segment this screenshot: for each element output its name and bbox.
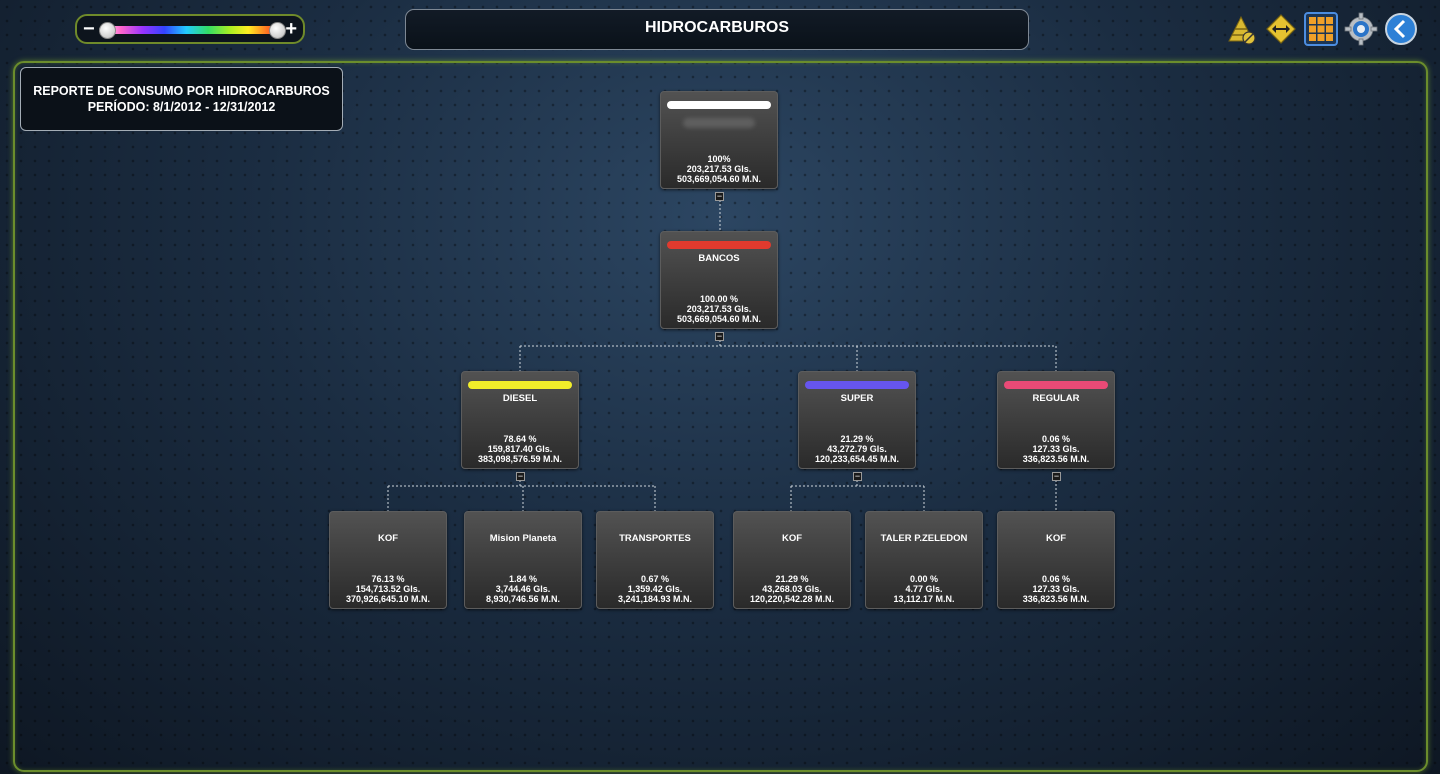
node-amount: 383,098,576.59 M.N.	[477, 454, 563, 464]
node-gallons: 127.33 Gls.	[1032, 584, 1080, 594]
node-percent: 76.13 %	[371, 574, 405, 584]
node-percent: 78.64 %	[503, 434, 537, 444]
collapse-toggle-diesel[interactable]: −	[516, 471, 525, 481]
tree-node-regular-kof[interactable]: KOF 0.06 % 127.33 Gls. 336,823.56 M.N.	[997, 511, 1115, 609]
tree-node-bancos[interactable]: BANCOS 100.00 % 203,217.53 Gls. 503,669,…	[660, 231, 778, 329]
node-name: TRANSPORTES	[619, 533, 691, 544]
node-amount: 13,112.17 M.N.	[893, 594, 955, 604]
node-amount: 336,823.56 M.N.	[1022, 454, 1090, 464]
tree-node-diesel[interactable]: DIESEL 78.64 % 159,817.40 Gls. 383,098,5…	[461, 371, 579, 469]
node-name: Mision Planeta	[489, 533, 557, 544]
node-color-bar	[667, 241, 771, 249]
node-gallons: 203,217.53 Gls.	[686, 304, 752, 314]
node-amount: 3,241,184.93 M.N.	[617, 594, 693, 604]
node-name: SUPER	[840, 393, 874, 404]
pyramid-view-button[interactable]	[1224, 12, 1258, 46]
tree-node-super[interactable]: SUPER 21.29 % 43,272.79 Gls. 120,233,654…	[798, 371, 916, 469]
node-name: KOF	[781, 533, 803, 544]
node-stats: 1.84 % 3,744.46 Gls. 8,930,746.56 M.N.	[465, 574, 581, 604]
main-panel	[13, 61, 1428, 772]
expand-button[interactable]	[1264, 12, 1298, 46]
color-range-slider[interactable]: − +	[75, 14, 305, 44]
node-percent: 100%	[707, 154, 731, 164]
node-amount: 503,669,054.60 M.N.	[676, 174, 762, 184]
toolbar	[1224, 9, 1418, 49]
report-header: REPORTE DE CONSUMO POR HIDROCARBUROS PER…	[20, 67, 343, 131]
tree-node-diesel-transportes[interactable]: TRANSPORTES 0.67 % 1,359.42 Gls. 3,241,1…	[596, 511, 714, 609]
node-color-bar	[468, 381, 572, 389]
node-amount: 370,926,645.10 M.N.	[345, 594, 431, 604]
report-title: REPORTE DE CONSUMO POR HIDROCARBUROS	[33, 84, 330, 98]
node-stats: 100.00 % 203,217.53 Gls. 503,669,054.60 …	[661, 294, 777, 324]
slider-decrease-button[interactable]: −	[83, 18, 95, 40]
node-gallons: 43,268.03 Gls.	[762, 584, 822, 594]
node-stats: 0.06 % 127.33 Gls. 336,823.56 M.N.	[998, 434, 1114, 464]
node-percent: 0.67 %	[640, 574, 670, 584]
node-color-bar	[805, 381, 909, 389]
node-name: KOF	[377, 533, 399, 544]
node-amount: 336,823.56 M.N.	[1022, 594, 1090, 604]
node-gallons: 159,817.40 Gls.	[487, 444, 553, 454]
collapse-toggle-root[interactable]: −	[715, 191, 724, 201]
resize-arrows-icon	[1266, 14, 1296, 44]
node-percent: 0.06 %	[1041, 434, 1071, 444]
node-name: DIESEL	[502, 393, 538, 404]
node-amount: 120,220,542.28 M.N.	[749, 594, 835, 604]
node-stats: 0.67 % 1,359.42 Gls. 3,241,184.93 M.N.	[597, 574, 713, 604]
slider-increase-button[interactable]: +	[285, 18, 297, 40]
node-stats: 21.29 % 43,268.03 Gls. 120,220,542.28 M.…	[734, 574, 850, 604]
tree-node-diesel-kof[interactable]: KOF 76.13 % 154,713.52 Gls. 370,926,645.…	[329, 511, 447, 609]
gear-icon	[1344, 12, 1378, 46]
node-gallons: 3,744.46 Gls.	[495, 584, 551, 594]
node-name: TALER P.ZELEDON	[880, 533, 968, 544]
node-stats: 0.06 % 127.33 Gls. 336,823.56 M.N.	[998, 574, 1114, 604]
node-gallons: 154,713.52 Gls.	[355, 584, 421, 594]
node-stats: 100% 203,217.53 Gls. 503,669,054.60 M.N.	[661, 154, 777, 184]
slider-min-handle[interactable]	[99, 22, 116, 39]
node-gallons: 43,272.79 Gls.	[827, 444, 887, 454]
node-gallons: 1,359.42 Gls.	[627, 584, 683, 594]
tree-node-regular[interactable]: REGULAR 0.06 % 127.33 Gls. 336,823.56 M.…	[997, 371, 1115, 469]
back-button[interactable]	[1384, 12, 1418, 46]
report-period: PERÍODO: 8/1/2012 - 12/31/2012	[87, 100, 276, 114]
pyramid-icon	[1228, 15, 1256, 45]
node-gallons: 203,217.53 Gls.	[686, 164, 752, 174]
node-gallons: 4.77 Gls.	[905, 584, 943, 594]
node-percent: 1.84 %	[508, 574, 538, 584]
collapse-toggle-regular[interactable]: −	[1052, 471, 1061, 481]
node-amount: 503,669,054.60 M.N.	[676, 314, 762, 324]
tree-node-super-taller[interactable]: TALER P.ZELEDON 0.00 % 4.77 Gls. 13,112.…	[865, 511, 983, 609]
node-stats: 21.29 % 43,272.79 Gls. 120,233,654.45 M.…	[799, 434, 915, 464]
collapse-toggle-super[interactable]: −	[853, 471, 862, 481]
collapse-toggle-bancos[interactable]: −	[715, 331, 724, 341]
node-color-bar	[1004, 381, 1108, 389]
page-title-box: HIDROCARBUROS	[405, 9, 1029, 50]
settings-button[interactable]	[1344, 12, 1378, 46]
node-amount: 8,930,746.56 M.N.	[485, 594, 561, 604]
node-gallons: 127.33 Gls.	[1032, 444, 1080, 454]
grid-icon	[1309, 17, 1333, 41]
node-color-bar	[667, 101, 771, 109]
node-percent: 0.00 %	[909, 574, 939, 584]
node-name: KOF	[1045, 533, 1067, 544]
node-stats: 76.13 % 154,713.52 Gls. 370,926,645.10 M…	[330, 574, 446, 604]
back-arrow-icon	[1385, 13, 1417, 45]
tree-node-super-kof[interactable]: KOF 21.29 % 43,268.03 Gls. 120,220,542.2…	[733, 511, 851, 609]
node-percent: 21.29 %	[775, 574, 809, 584]
tree-node-root[interactable]: 100% 203,217.53 Gls. 503,669,054.60 M.N.	[660, 91, 778, 189]
node-stats: 0.00 % 4.77 Gls. 13,112.17 M.N.	[866, 574, 982, 604]
redacted-label	[683, 118, 755, 128]
node-amount: 120,233,654.45 M.N.	[814, 454, 900, 464]
node-name: BANCOS	[698, 253, 740, 264]
slider-color-track[interactable]	[99, 26, 281, 34]
node-percent: 0.06 %	[1041, 574, 1071, 584]
node-percent: 21.29 %	[840, 434, 874, 444]
slider-max-handle[interactable]	[269, 22, 286, 39]
node-percent: 100.00 %	[699, 294, 739, 304]
page-title: HIDROCARBUROS	[645, 19, 789, 36]
grid-view-button[interactable]	[1304, 12, 1338, 46]
node-name: REGULAR	[1032, 393, 1080, 404]
node-stats: 78.64 % 159,817.40 Gls. 383,098,576.59 M…	[462, 434, 578, 464]
tree-node-diesel-mision-planeta[interactable]: Mision Planeta 1.84 % 3,744.46 Gls. 8,93…	[464, 511, 582, 609]
